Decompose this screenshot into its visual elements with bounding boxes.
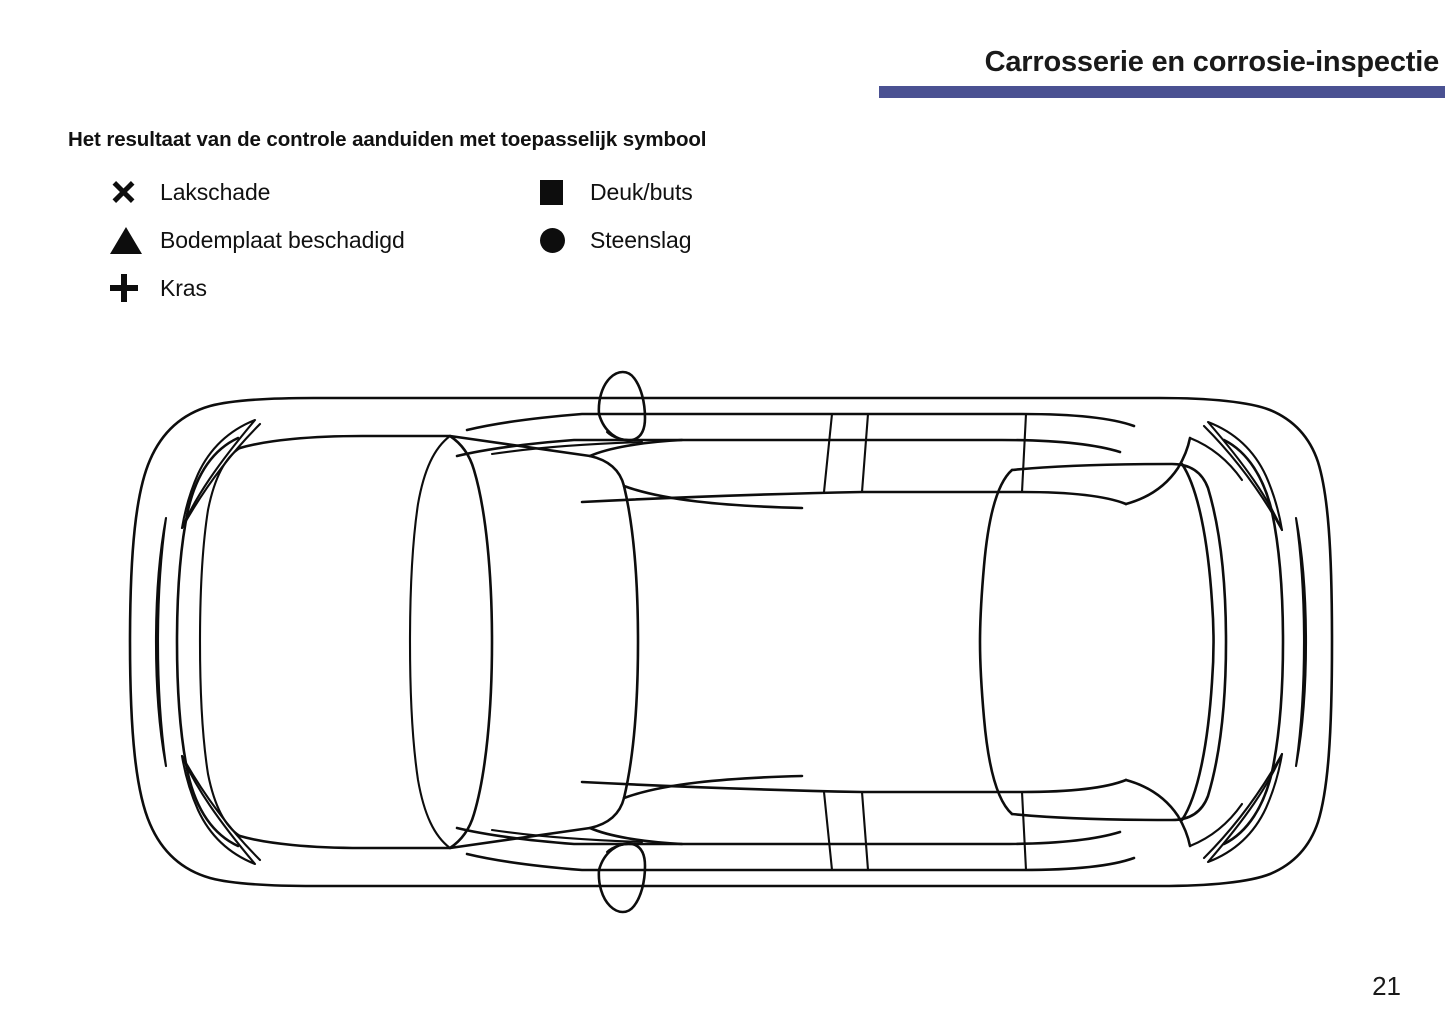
legend-label-kras: Kras (160, 274, 207, 301)
filled-square-icon (540, 168, 590, 216)
page-number: 21 (1372, 971, 1401, 1001)
filled-triangle-icon (110, 216, 160, 264)
legend-column-right: Deuk/buts Steenslag (540, 168, 960, 264)
legend-column-left: Lakschade Bodemplaat beschadigd Kras (110, 168, 580, 312)
legend-label-deuk-buts: Deuk/buts (590, 178, 693, 205)
legend-item-lakschade: Lakschade (110, 168, 580, 216)
car-top-view-diagram[interactable] (62, 352, 1402, 932)
plus-icon (110, 264, 160, 312)
legend-item-bodemplaat: Bodemplaat beschadigd (110, 216, 580, 264)
legend-item-kras: Kras (110, 264, 580, 312)
legend-item-steenslag: Steenslag (540, 216, 960, 264)
legend-label-steenslag: Steenslag (590, 226, 692, 253)
filled-circle-icon (540, 216, 590, 264)
legend-label-bodemplaat: Bodemplaat beschadigd (160, 226, 405, 253)
page-title: Carrosserie en corrosie-inspectie (984, 46, 1440, 78)
x-cross-icon (110, 168, 160, 216)
page-header: Carrosserie en corrosie-inspectie (865, 48, 1445, 98)
instruction-text: Het resultaat van de controle aanduiden … (68, 128, 707, 151)
title-underline-rule (879, 86, 1445, 98)
legend-item-deuk-buts: Deuk/buts (540, 168, 960, 216)
legend-label-lakschade: Lakschade (160, 178, 271, 205)
